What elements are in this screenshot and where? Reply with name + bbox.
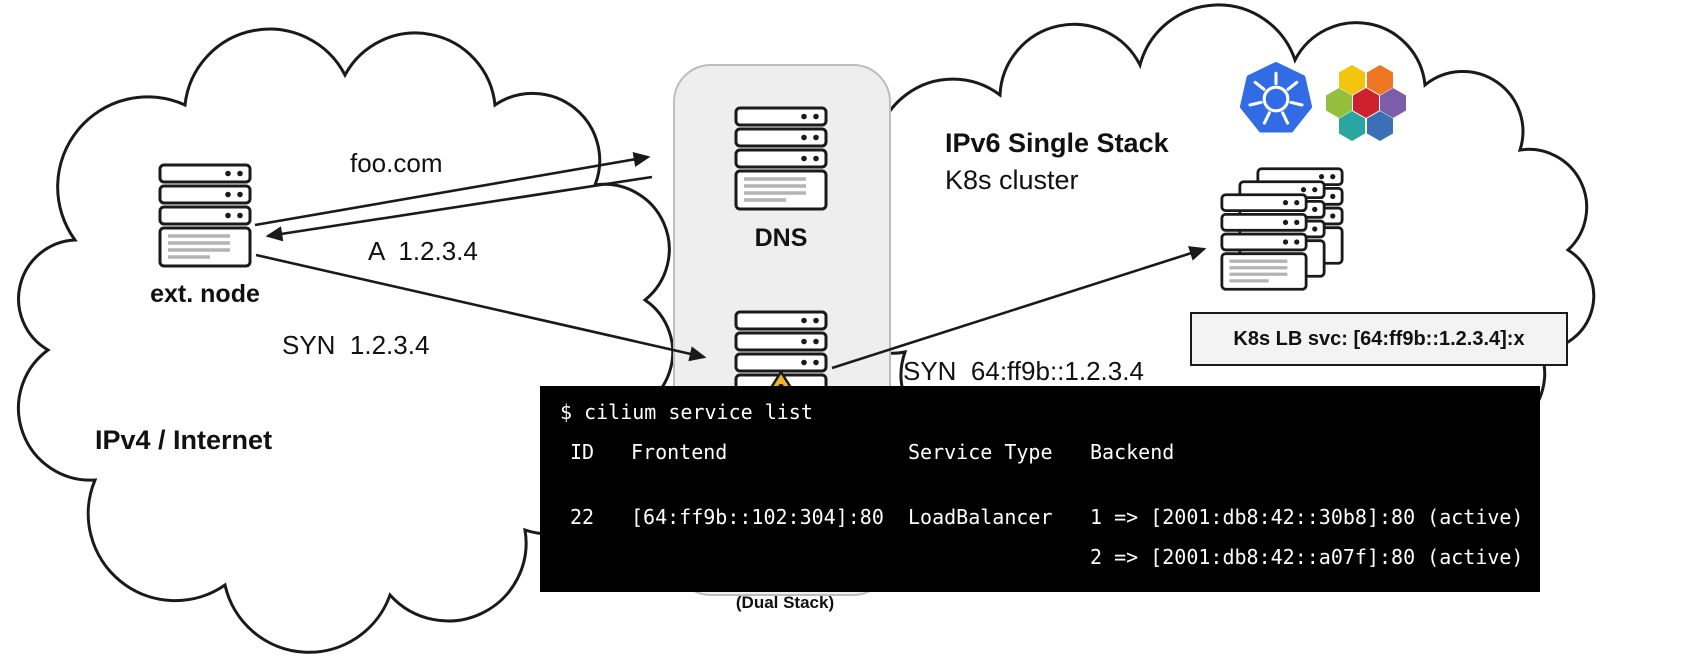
dns-reply-label: A 1.2.3.4 [368,236,478,266]
k8s-node-stack-icon [1219,164,1349,296]
terminal-command: $ cilium service list [560,400,813,424]
arrow-syn-ipv6 [831,246,1207,370]
k8s-cluster-subtitle: K8s cluster [945,165,1079,195]
cilium-hexagon [1339,65,1365,95]
dual-stack-footnote: (Dual Stack) [735,593,835,612]
arrow-dns-reply [265,175,653,242]
terminal-cell-backend-2: 2 => [2001:db8:42::a07f]:80 (active) [1090,545,1524,569]
ext-node-label: ext. node [150,280,260,308]
kubernetes-logo-icon [1240,62,1312,133]
terminal-header-service-type: Service Type [908,440,1053,464]
terminal-cell-backend-1: 1 => [2001:db8:42::30b8]:80 (active) [1090,505,1524,529]
ext-node-server-icon [158,163,252,268]
terminal-header-backend: Backend [1090,440,1175,464]
terminal-window: $ cilium service list ID Frontend Servic… [540,386,1540,592]
ipv4-internet-label: IPv4 / Internet [95,425,273,455]
cilium-logo-icon [1322,56,1410,150]
cilium-hexagon [1339,111,1365,141]
dns-server-icon [734,106,828,211]
terminal-cell-frontend: [64:ff9b::102:304]:80 [631,505,884,529]
cilium-hexagon [1367,111,1393,141]
ipv6-single-stack-title: IPv6 Single Stack [945,128,1169,158]
dns-label: DNS [754,224,808,252]
arrow-dns-query [254,151,651,227]
syn-ipv4-label: SYN 1.2.3.4 [282,330,430,360]
cilium-hexagon [1326,88,1352,118]
arrow-syn-ipv4 [255,253,707,362]
terminal-cell-id: 22 [570,505,595,529]
server-icon [1220,192,1308,292]
terminal-header-id: ID [570,440,595,464]
terminal-header-frontend: Frontend [631,440,728,464]
cilium-hexagon [1367,65,1393,95]
dns-query-label: foo.com [350,148,443,178]
cilium-hexagon [1380,88,1406,118]
syn-ipv6-label: SYN 64:ff9b::1.2.3.4 [903,356,1144,386]
terminal-cell-service-type: LoadBalancer [908,505,1053,529]
k8s-lb-service-badge: K8s LB svc: [64:ff9b::1.2.3.4]:x [1190,312,1568,366]
cilium-hexagon [1353,88,1379,118]
